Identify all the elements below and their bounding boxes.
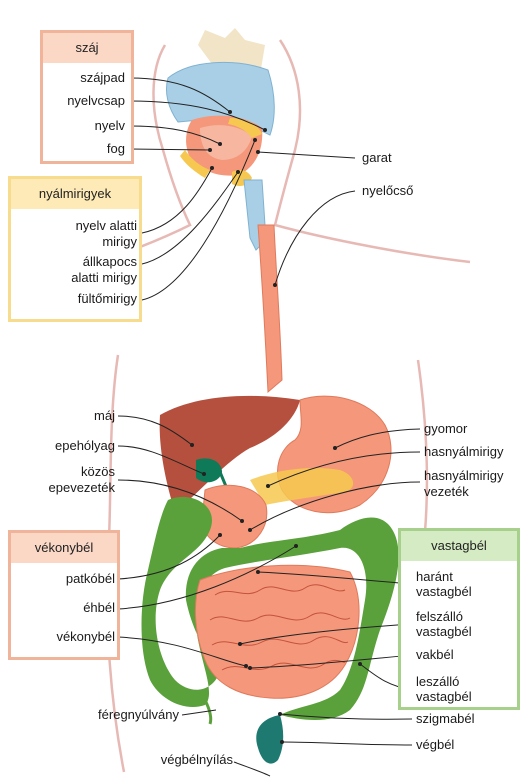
label-allkapocs-2: alatti mirigy [71,270,137,286]
label-felszallo-2: vastagbél [416,624,472,640]
label-nyelv-alatti-1: nyelv alatti [76,218,137,234]
label-feregnyulvany: féregnyúlvány [98,707,179,723]
label-hasnyalmirigy: hasnyálmirigy [424,444,503,460]
label-szajpad: szájpad [80,70,125,86]
label-kozos-2: epevezeték [49,480,116,496]
group-header-vastagbel: vastagbél [401,531,517,561]
label-hasnyal-vez-1: hasnyálmirigy [424,468,503,484]
rectum-shape [256,715,283,764]
label-vakbel: vakbél [416,647,454,663]
label-fog: fog [107,141,125,157]
group-header-vekonybel: vékonybél [11,533,117,563]
label-garat: garat [362,150,392,166]
label-ehbel: éhbél [83,600,115,616]
label-hasnyal-vez-2: vezeték [424,484,469,500]
label-nyelocso: nyelőcső [362,183,413,199]
label-epeholyag: epehólyag [55,438,115,454]
label-nyelv-alatti-2: mirigy [102,234,137,250]
label-kozos-1: közös [81,464,115,480]
label-gyomor: gyomor [424,421,467,437]
appendix-shape [205,700,211,724]
label-allkapocs-1: állkapocs [83,254,137,270]
label-leszallo-2: vastagbél [416,689,472,705]
label-nyelv: nyelv [95,118,125,134]
label-szigmabel: szigmabél [416,711,475,727]
label-vegbelnyilas: végbélnyílás [161,752,233,768]
label-felszallo-1: felszálló [416,609,463,625]
label-patkobel: patkóbél [66,571,115,587]
label-vekonybel: vékonybél [56,629,115,645]
label-fultomirigy: fültőmirigy [78,291,137,307]
duodenum-shape [202,485,267,548]
esophagus-shape [258,225,282,392]
label-vegbel: végbél [416,737,454,753]
label-maj: máj [94,408,115,424]
label-leszallo-1: leszálló [416,674,459,690]
label-harant-1: haránt [416,569,453,585]
label-harant-2: vastagbél [416,584,472,600]
group-header-nyalmirigyek: nyálmirigyek [11,179,139,209]
label-nyelvcsap: nyelvcsap [67,93,125,109]
group-header-szaj: száj [43,33,131,63]
